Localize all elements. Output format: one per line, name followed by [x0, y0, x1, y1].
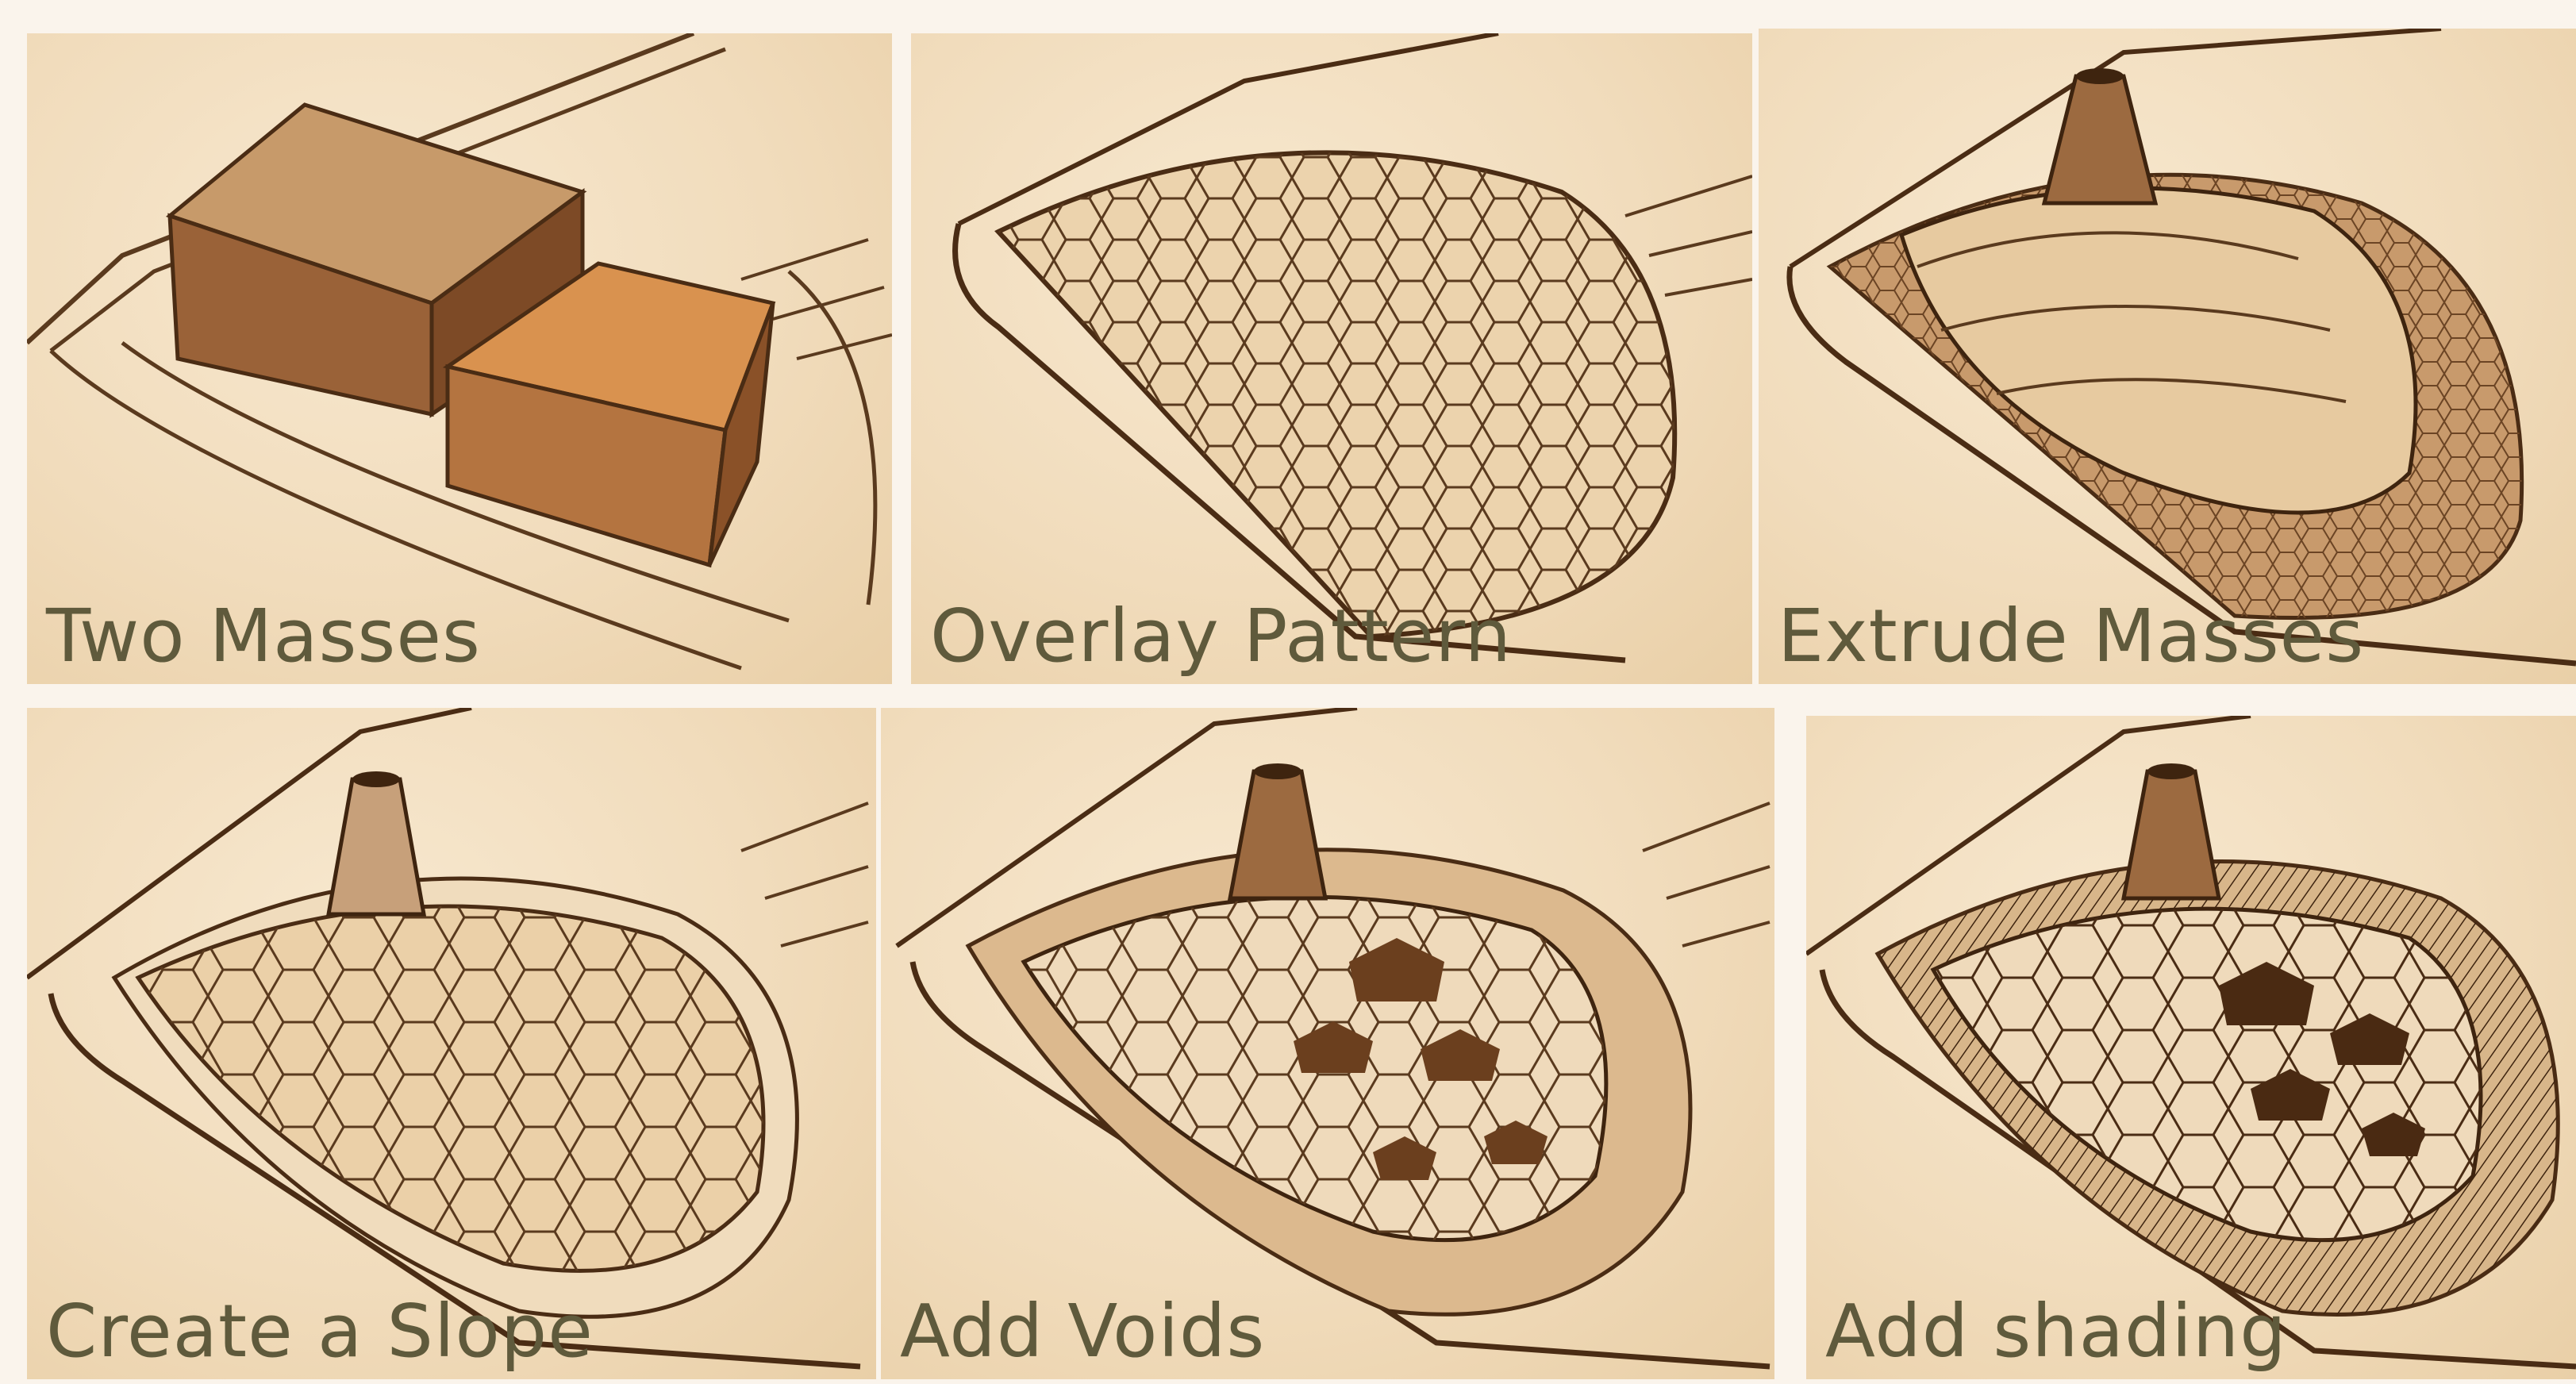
extrude-masses-sketch	[1759, 29, 2576, 684]
caption-create-a-slope: Create a Slope	[46, 1295, 594, 1368]
panel-add-voids: Add Voids	[881, 708, 1774, 1379]
two-masses-sketch	[27, 33, 892, 684]
panel-create-a-slope: Create a Slope	[27, 708, 876, 1379]
caption-add-shading: Add shading	[1825, 1295, 2287, 1368]
overlay-pattern-sketch	[911, 33, 1752, 684]
panel-extrude-masses: Extrude Masses	[1759, 29, 2576, 684]
add-shading-sketch	[1806, 716, 2576, 1379]
caption-two-masses: Two Masses	[46, 600, 481, 673]
caption-extrude-masses: Extrude Masses	[1778, 600, 2364, 673]
panel-two-masses: Two Masses	[27, 33, 892, 684]
panel-overlay-pattern: Overlay Pattern	[911, 33, 1752, 684]
caption-add-voids: Add Voids	[900, 1295, 1265, 1368]
caption-overlay-pattern: Overlay Pattern	[930, 600, 1512, 673]
add-voids-sketch	[881, 708, 1774, 1379]
create-a-slope-sketch	[27, 708, 876, 1379]
panel-add-shading: Add shading	[1806, 716, 2576, 1379]
